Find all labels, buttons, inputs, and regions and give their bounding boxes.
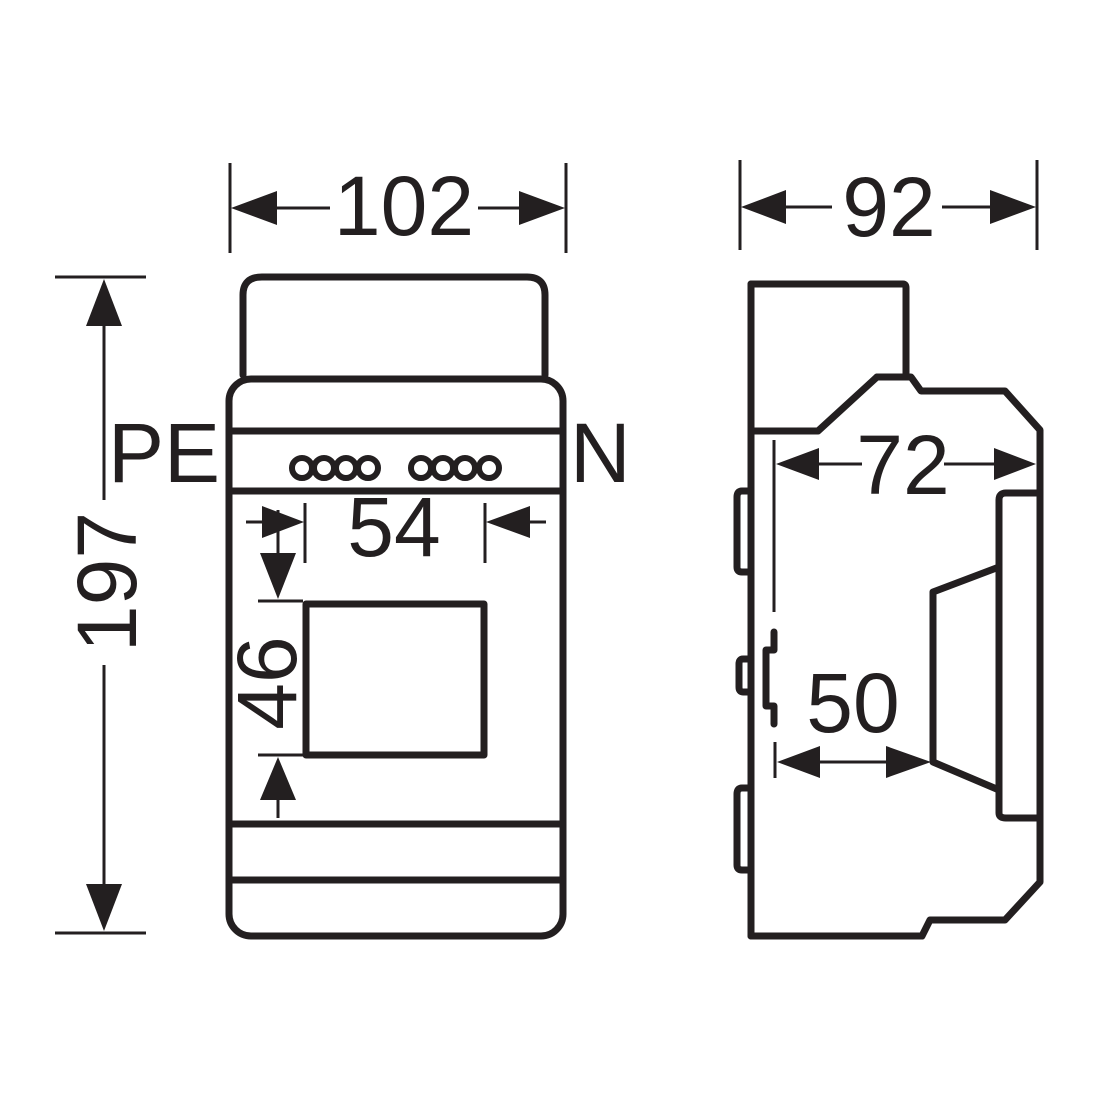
arrowhead: [260, 553, 296, 599]
dimension-window-height: 46: [220, 510, 314, 818]
front-top-cap: [239, 273, 549, 379]
arrowhead: [994, 448, 1036, 480]
terminal: [476, 455, 502, 481]
window-depth-value: 50: [806, 656, 899, 750]
arrowhead: [231, 191, 277, 225]
terminal: [408, 455, 434, 481]
side-profile: [747, 373, 1044, 940]
arrowhead: [262, 506, 304, 538]
dimension-inner-depth: 72: [776, 418, 1036, 512]
side-outline: [747, 280, 910, 435]
mounting-tab-bottom: [733, 784, 755, 874]
dimension-front-width: 102: [228, 159, 568, 253]
terminal-group-n: [408, 455, 502, 481]
side-depth-value: 92: [842, 160, 935, 254]
arrowhead: [777, 746, 820, 778]
window-height-value: 46: [220, 636, 314, 729]
side-window-frame: [995, 489, 1044, 822]
dimension-window-depth: 50: [773, 656, 931, 778]
front-body: [225, 375, 567, 940]
terminal: [452, 455, 478, 481]
terminal: [311, 455, 337, 481]
terminal: [355, 455, 381, 481]
front-view: PE N: [108, 273, 631, 940]
mounting-tab-middle: [735, 655, 755, 696]
height-value: 197: [60, 512, 154, 652]
arrowhead: [990, 190, 1036, 224]
arrowhead: [86, 279, 122, 326]
dimension-side-depth: 92: [738, 160, 1039, 254]
mounting-tab-top: [733, 487, 755, 576]
arrowhead: [886, 746, 931, 778]
dimension-height: 197: [55, 275, 154, 935]
din-rail-clip: [762, 628, 778, 728]
terminal: [289, 455, 315, 481]
arrowhead: [260, 757, 296, 800]
arrowhead: [86, 884, 122, 931]
terminal: [430, 455, 456, 481]
front-window: [302, 600, 488, 759]
terminal-spacing-value: 54: [347, 480, 440, 574]
arrowhead: [741, 190, 786, 224]
n-label: N: [570, 406, 631, 500]
front-width-value: 102: [334, 159, 474, 253]
side-window-bulge: [929, 563, 1003, 794]
side-view: [733, 280, 1044, 940]
terminal: [333, 455, 359, 481]
inner-depth-value: 72: [856, 418, 949, 512]
arrowhead: [519, 191, 565, 225]
arrowhead: [486, 506, 530, 538]
terminal-group-pe: [289, 455, 381, 481]
pe-label: PE: [108, 406, 220, 500]
dimension-terminal-spacing: 54: [246, 480, 546, 574]
arrowhead: [776, 448, 819, 480]
